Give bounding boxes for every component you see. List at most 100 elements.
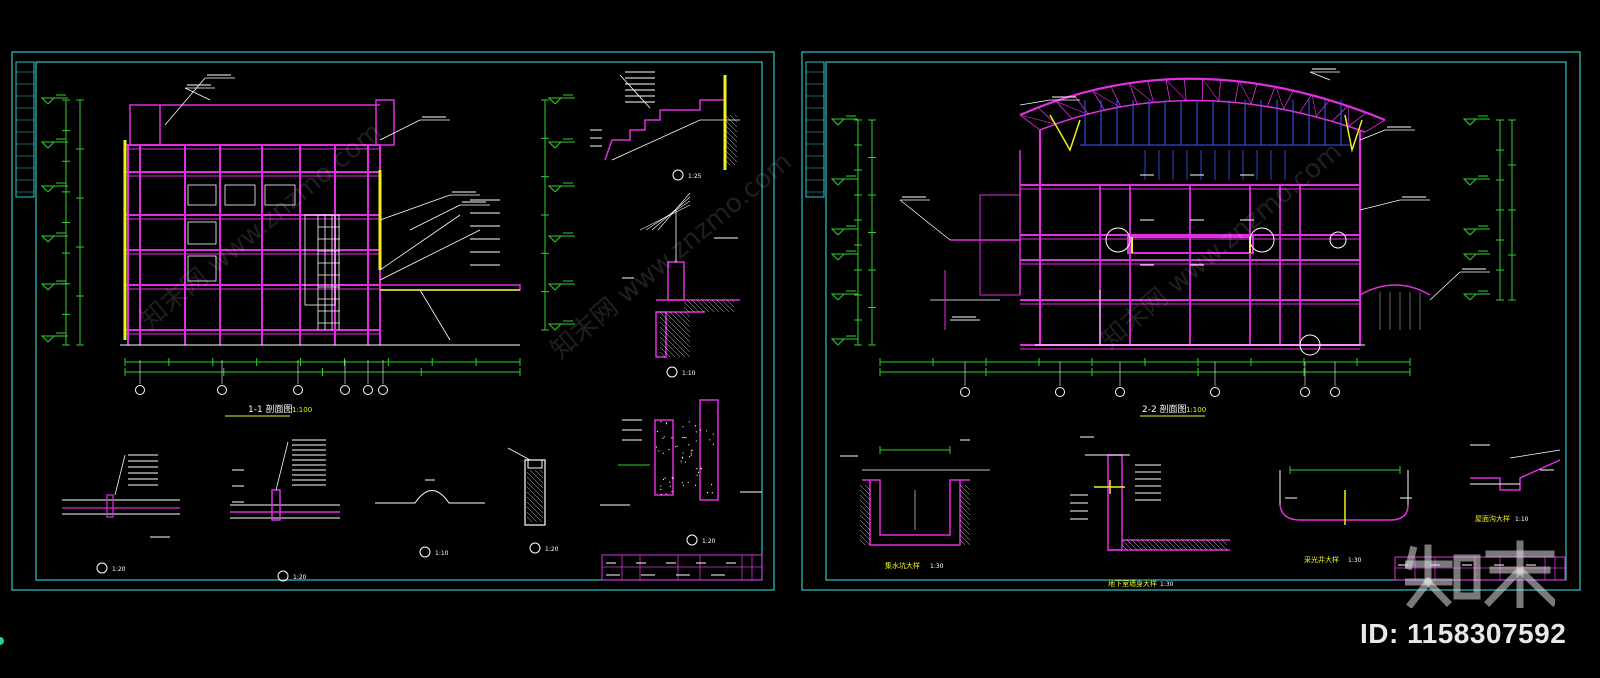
hatch-fill bbox=[659, 311, 691, 358]
gravel-dot bbox=[688, 421, 690, 423]
detail-scale: 1:20 bbox=[112, 566, 126, 573]
truss-web bbox=[1147, 81, 1155, 104]
grid-bubble bbox=[1210, 387, 1220, 397]
truss-web bbox=[1074, 95, 1090, 115]
gravel-dot bbox=[674, 446, 677, 448]
sheet-left-inner-frame bbox=[35, 61, 763, 581]
leader-line bbox=[651, 196, 691, 231]
truss-web bbox=[1019, 114, 1041, 131]
level-marker bbox=[547, 235, 563, 243]
hatch-fill bbox=[859, 484, 871, 546]
gravel-dot bbox=[660, 488, 662, 491]
truss-diagonal bbox=[1202, 78, 1219, 102]
leader-line bbox=[114, 454, 126, 496]
gravel-dot bbox=[683, 437, 685, 439]
skylight-edge bbox=[1344, 114, 1363, 153]
gravel-dot bbox=[660, 420, 662, 423]
level-marker bbox=[830, 228, 846, 236]
level-marker bbox=[830, 338, 846, 346]
leader-line bbox=[379, 194, 451, 221]
gravel-dot bbox=[709, 439, 711, 441]
level-marker bbox=[830, 293, 846, 301]
level-marker bbox=[547, 283, 563, 291]
gravel-dot bbox=[671, 476, 673, 479]
gravel-dot bbox=[660, 493, 662, 495]
gravel-dot bbox=[689, 455, 691, 458]
level-marker bbox=[547, 141, 563, 149]
detail-scale: 1:20 bbox=[702, 538, 716, 545]
gravel-dot bbox=[691, 449, 693, 451]
level-marker bbox=[830, 178, 846, 186]
truss-diagonal bbox=[1056, 101, 1089, 116]
gravel-dot bbox=[684, 461, 687, 463]
detail-floor-joint-2: 1:20 bbox=[230, 439, 340, 582]
opening bbox=[187, 184, 217, 206]
leader-line bbox=[645, 200, 691, 231]
gravel-dot bbox=[682, 426, 684, 428]
truss-web bbox=[1250, 82, 1258, 104]
truss-diagonal bbox=[1019, 114, 1057, 125]
gravel-dot bbox=[688, 444, 690, 446]
leader-line bbox=[409, 204, 461, 231]
truss-web bbox=[1283, 89, 1295, 109]
hatch-fill bbox=[683, 299, 735, 313]
gravel-dot bbox=[662, 478, 665, 481]
truss-web bbox=[1110, 87, 1122, 108]
detail-callout bbox=[1329, 231, 1347, 249]
opening bbox=[264, 184, 296, 206]
gravel-dot bbox=[672, 477, 674, 480]
opening bbox=[187, 255, 217, 282]
gravel-dot bbox=[711, 483, 713, 486]
gravel-dot bbox=[706, 492, 709, 494]
gravel-dot bbox=[690, 450, 692, 452]
detail-caption: 屋面沟大样 bbox=[1475, 514, 1510, 523]
gravel-dot bbox=[676, 445, 678, 447]
detail-arc-coping: 1:10 bbox=[375, 479, 485, 558]
detail-bubble bbox=[529, 542, 541, 554]
gravel-dot bbox=[695, 431, 697, 433]
gravel-dot bbox=[656, 430, 659, 433]
leader-line bbox=[1309, 71, 1331, 81]
bridge-beam bbox=[1127, 236, 1254, 254]
section-title-1-1: 1-1 剖面图 bbox=[248, 403, 293, 415]
detail-column: 1:20 bbox=[507, 447, 559, 554]
detail-caption: 集水坑大样 bbox=[885, 561, 920, 570]
truss-web bbox=[1315, 99, 1331, 117]
level-marker bbox=[40, 235, 56, 243]
hatch-fill bbox=[724, 114, 738, 166]
gravel-dot bbox=[695, 484, 697, 486]
gravel-dot bbox=[699, 429, 702, 431]
roof-parapet bbox=[129, 104, 161, 146]
leader-line bbox=[275, 441, 289, 491]
gravel-dot bbox=[680, 460, 682, 462]
annex bbox=[979, 194, 1021, 296]
grid-bubble bbox=[217, 385, 227, 395]
detail-scale: 1:10 bbox=[435, 550, 449, 557]
grid-bubble bbox=[1330, 387, 1340, 397]
level-marker bbox=[830, 253, 846, 261]
sheet-right-outer-frame bbox=[801, 51, 1581, 591]
gravel-dot bbox=[660, 485, 662, 487]
image-id-label: ID: 1158307592 bbox=[1360, 618, 1567, 649]
leader-line bbox=[1429, 271, 1461, 301]
detail-bubble bbox=[686, 534, 698, 546]
level-marker bbox=[40, 141, 56, 149]
section-title-2-2: 2-2 剖面图 bbox=[1142, 403, 1187, 415]
truss-diagonal bbox=[1165, 79, 1187, 101]
sheet-right-inner-frame bbox=[825, 61, 1567, 581]
gravel-dot bbox=[712, 443, 714, 445]
grid-bubble bbox=[363, 385, 373, 395]
detail-parapet: 1:10 bbox=[622, 192, 740, 378]
truss-web bbox=[1267, 85, 1276, 106]
gravel-dot bbox=[681, 456, 683, 458]
detail-stair: 1:25 bbox=[590, 71, 740, 181]
